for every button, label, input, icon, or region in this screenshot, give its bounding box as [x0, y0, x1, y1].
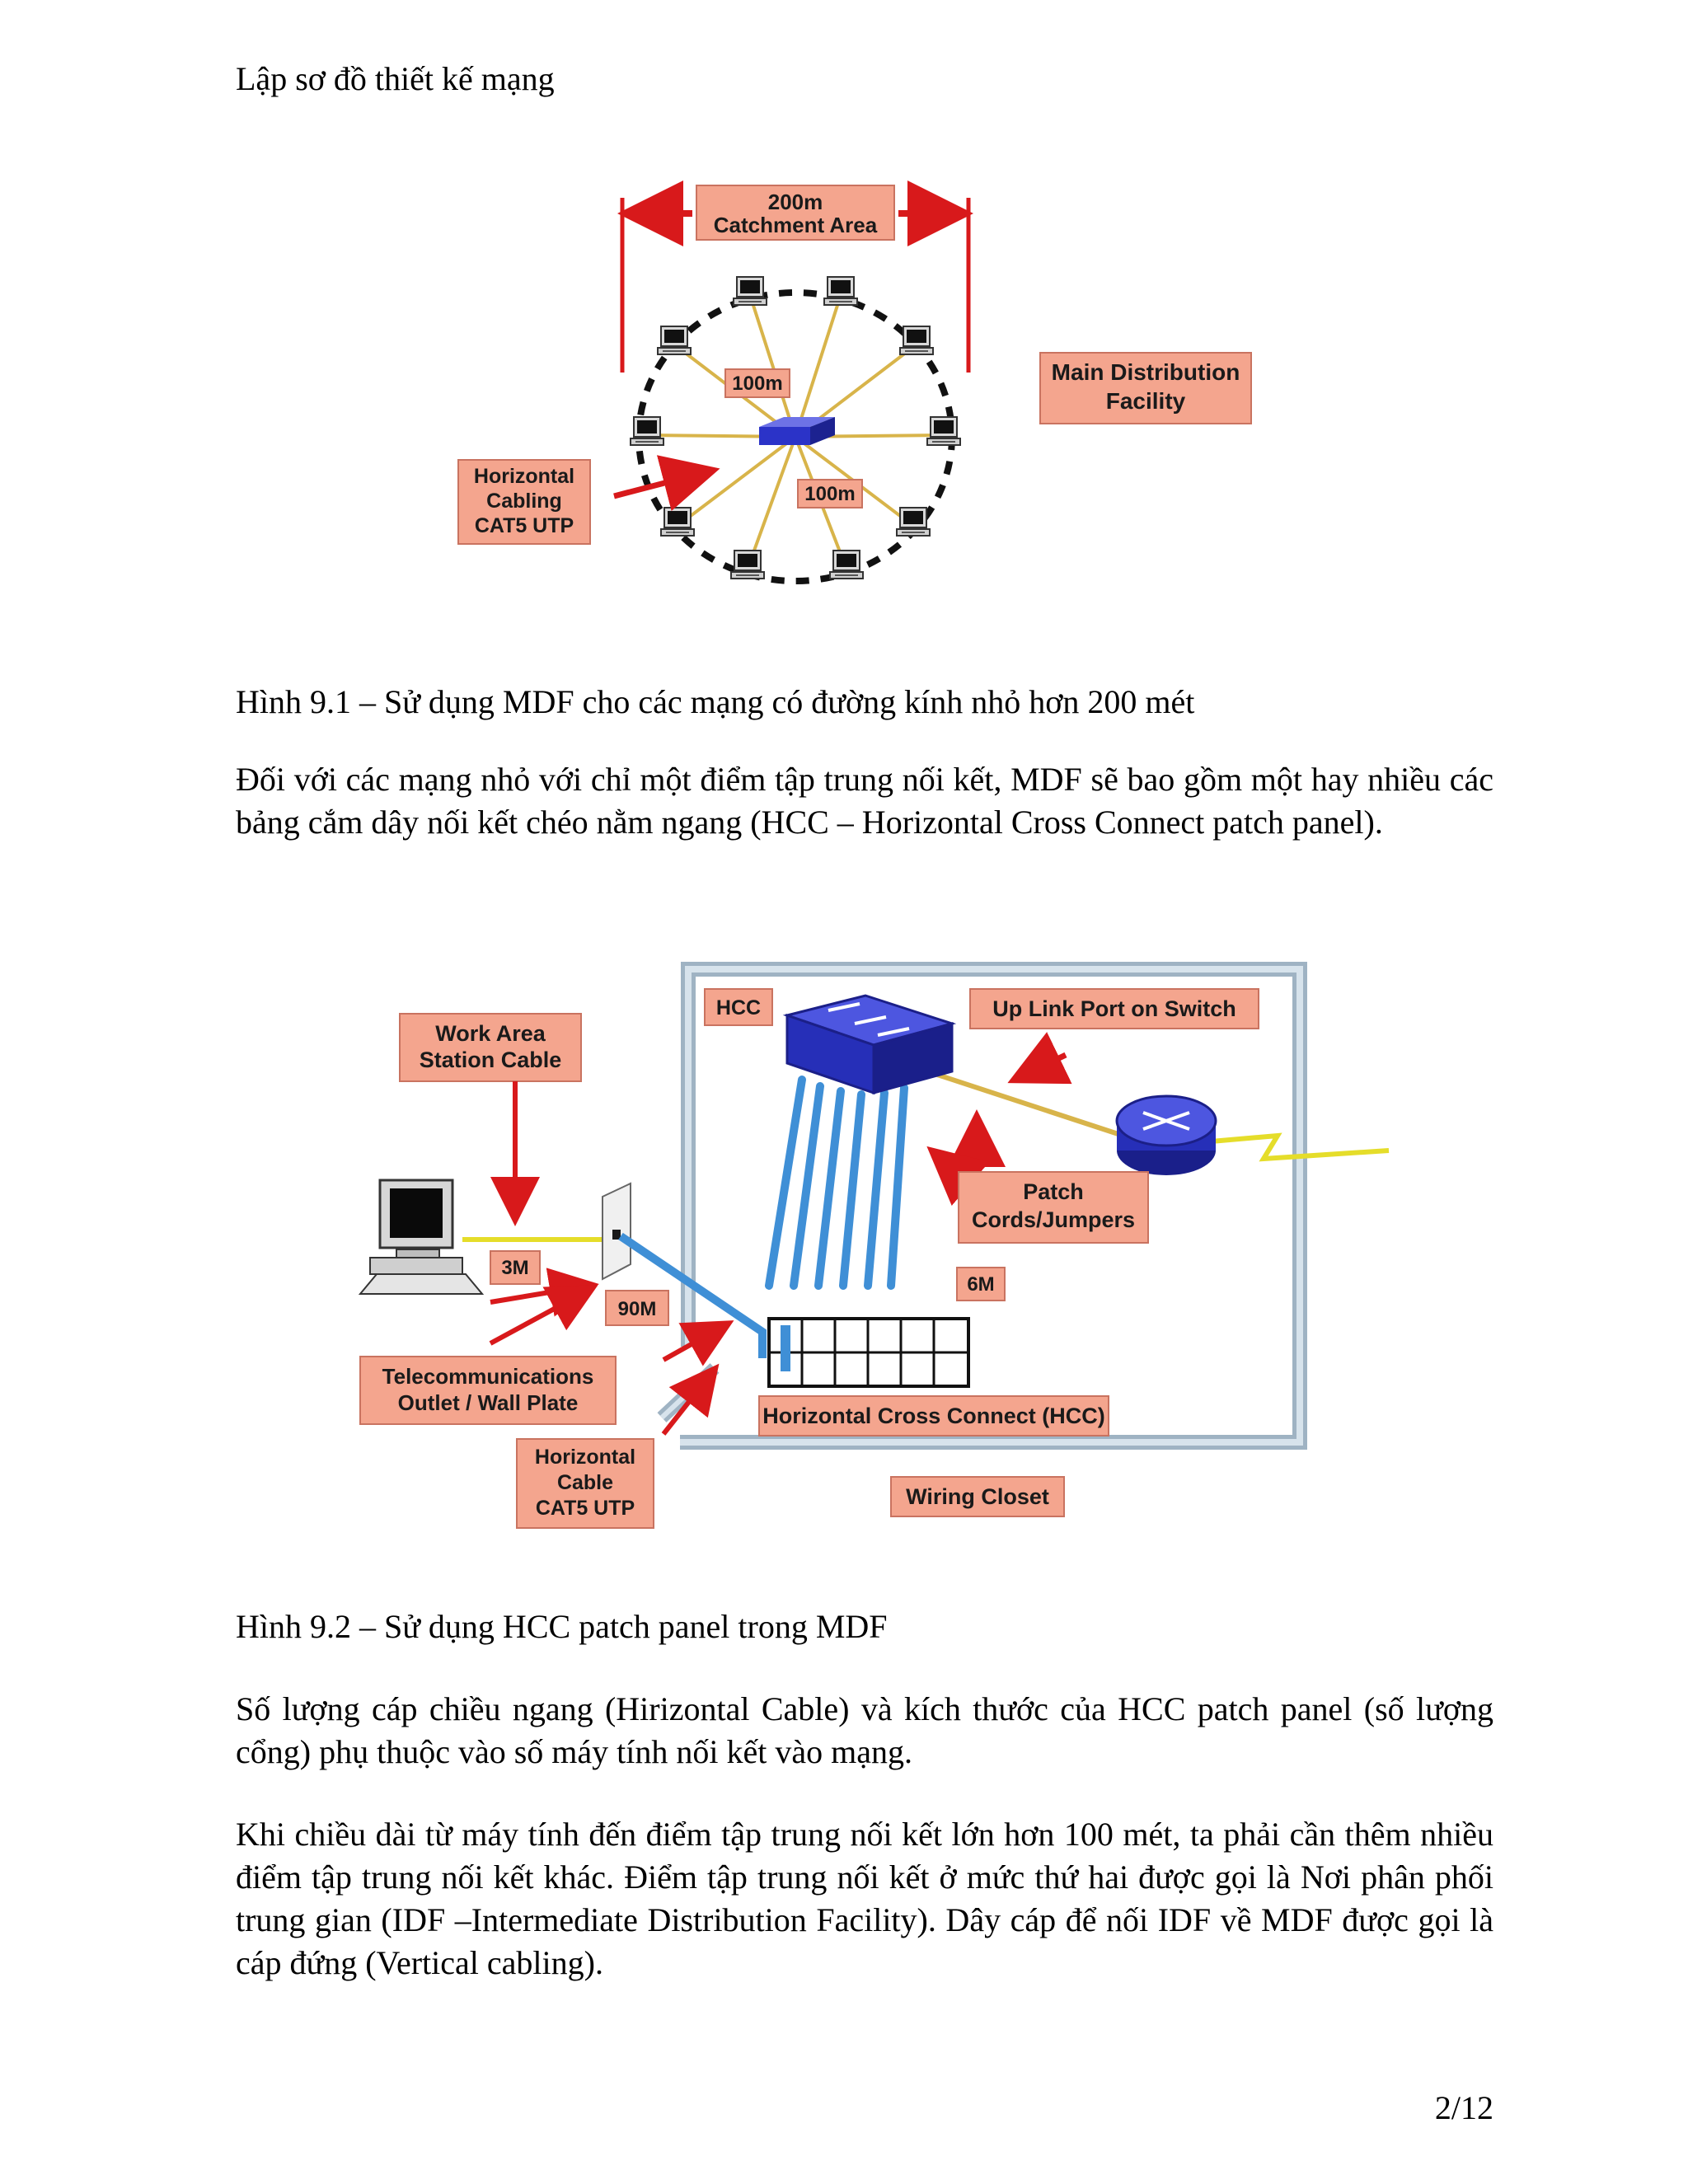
distance-6m-label: 6M — [956, 1267, 1006, 1301]
paragraph-1: Đối với các mạng nhỏ với chỉ một điểm tậ… — [236, 761, 1493, 841]
wiring-closet-label: Wiring Closet — [890, 1476, 1065, 1517]
horizontal-cabling-arrow — [613, 455, 720, 512]
catchment-area-label: 200m Catchment Area — [696, 185, 895, 241]
patch-panel — [767, 1317, 970, 1388]
hub-icon — [759, 417, 835, 445]
telecom-outlet-label: Telecommunications Outlet / Wall Plate — [359, 1356, 617, 1425]
figure-2-caption: Hình 9.2 – Sử dụng HCC patch panel trong… — [236, 1608, 888, 1645]
svg-text:Horizontal Cross Connect (HCC): Horizontal Cross Connect (HCC) — [762, 1404, 1105, 1428]
svg-text:Horizontal: Horizontal — [535, 1446, 635, 1469]
work-area-cable-label: Work Area Station Cable — [399, 1013, 582, 1082]
svg-text:Patch: Patch — [1023, 1179, 1084, 1204]
router-icon — [1115, 1094, 1217, 1175]
horizontal-cable-label: Horizontal Cable CAT5 UTP — [516, 1438, 654, 1529]
svg-text:Outlet / Wall Plate: Outlet / Wall Plate — [398, 1390, 579, 1415]
hcc-full-label: Horizontal Cross Connect (HCC) — [758, 1395, 1109, 1436]
page-number: 2/12 — [1434, 2089, 1493, 2126]
svg-text:Horizontal: Horizontal — [474, 465, 574, 488]
distance-label-bottom: 100m — [797, 479, 863, 509]
svg-text:CAT5 UTP: CAT5 UTP — [475, 514, 574, 537]
paragraph-2: Số lượng cáp chiều ngang (Hirizontal Cab… — [236, 1690, 1493, 1770]
figure-mdf-diagram: 200m Catchment Area 100m 100m — [457, 180, 1252, 584]
svg-text:Wiring Closet: Wiring Closet — [906, 1484, 1049, 1509]
patch-cords-label: Patch Cords/Jumpers — [958, 1171, 1149, 1244]
wan-link — [1182, 1132, 1390, 1162]
horizontal-cable — [618, 1232, 767, 1358]
distance-3m-label: 3M — [490, 1250, 541, 1285]
distance-label-top: 100m — [724, 368, 790, 398]
svg-text:6M: 6M — [967, 1273, 994, 1296]
wall-plate-icon — [602, 1182, 631, 1281]
patch-cords — [765, 1076, 908, 1290]
distance-90m-label: 90M — [605, 1290, 669, 1326]
svg-text:Telecommunications: Telecommunications — [382, 1364, 594, 1389]
horizontal-cabling-label: Horizontal Cabling CAT5 UTP — [457, 459, 591, 545]
svg-text:90M: 90M — [618, 1298, 657, 1320]
svg-text:Cabling: Cabling — [486, 490, 562, 513]
uplink-port-label: Up Link Port on Switch — [969, 988, 1259, 1029]
figure-1-caption: Hình 9.1 – Sử dụng MDF cho các mạng có đ… — [236, 683, 1195, 720]
hcc-tag: HCC — [704, 988, 773, 1026]
figure-hcc-diagram: HCC Up Link Port on Switch — [358, 962, 1390, 1529]
svg-text:3M: 3M — [501, 1257, 528, 1279]
paragraph-3: Khi chiều dài từ máy tính đến điểm tập t… — [236, 1816, 1493, 1981]
svg-text:Up Link Port on Switch: Up Link Port on Switch — [992, 996, 1236, 1021]
svg-text:CAT5 UTP: CAT5 UTP — [536, 1497, 635, 1520]
mdf-label: Main Distribution Facility — [1039, 352, 1252, 424]
svg-text:Facility: Facility — [1106, 388, 1186, 414]
svg-text:Cable: Cable — [557, 1471, 613, 1494]
svg-text:100m: 100m — [804, 483, 855, 505]
svg-text:100m: 100m — [732, 373, 782, 395]
svg-text:Catchment Area: Catchment Area — [714, 213, 878, 237]
svg-text:Cords/Jumpers: Cords/Jumpers — [972, 1207, 1135, 1232]
svg-text:Main Distribution: Main Distribution — [1052, 359, 1240, 385]
switch-icon — [782, 994, 957, 1095]
svg-text:Work Area: Work Area — [435, 1021, 546, 1046]
svg-text:Station Cable: Station Cable — [420, 1047, 562, 1072]
page-header: Lập sơ đồ thiết kế mạng — [236, 60, 555, 97]
workstation-icon — [358, 1179, 485, 1295]
svg-text:200m: 200m — [768, 190, 823, 214]
uplink-cable — [926, 1069, 1134, 1141]
svg-text:HCC: HCC — [716, 996, 761, 1019]
